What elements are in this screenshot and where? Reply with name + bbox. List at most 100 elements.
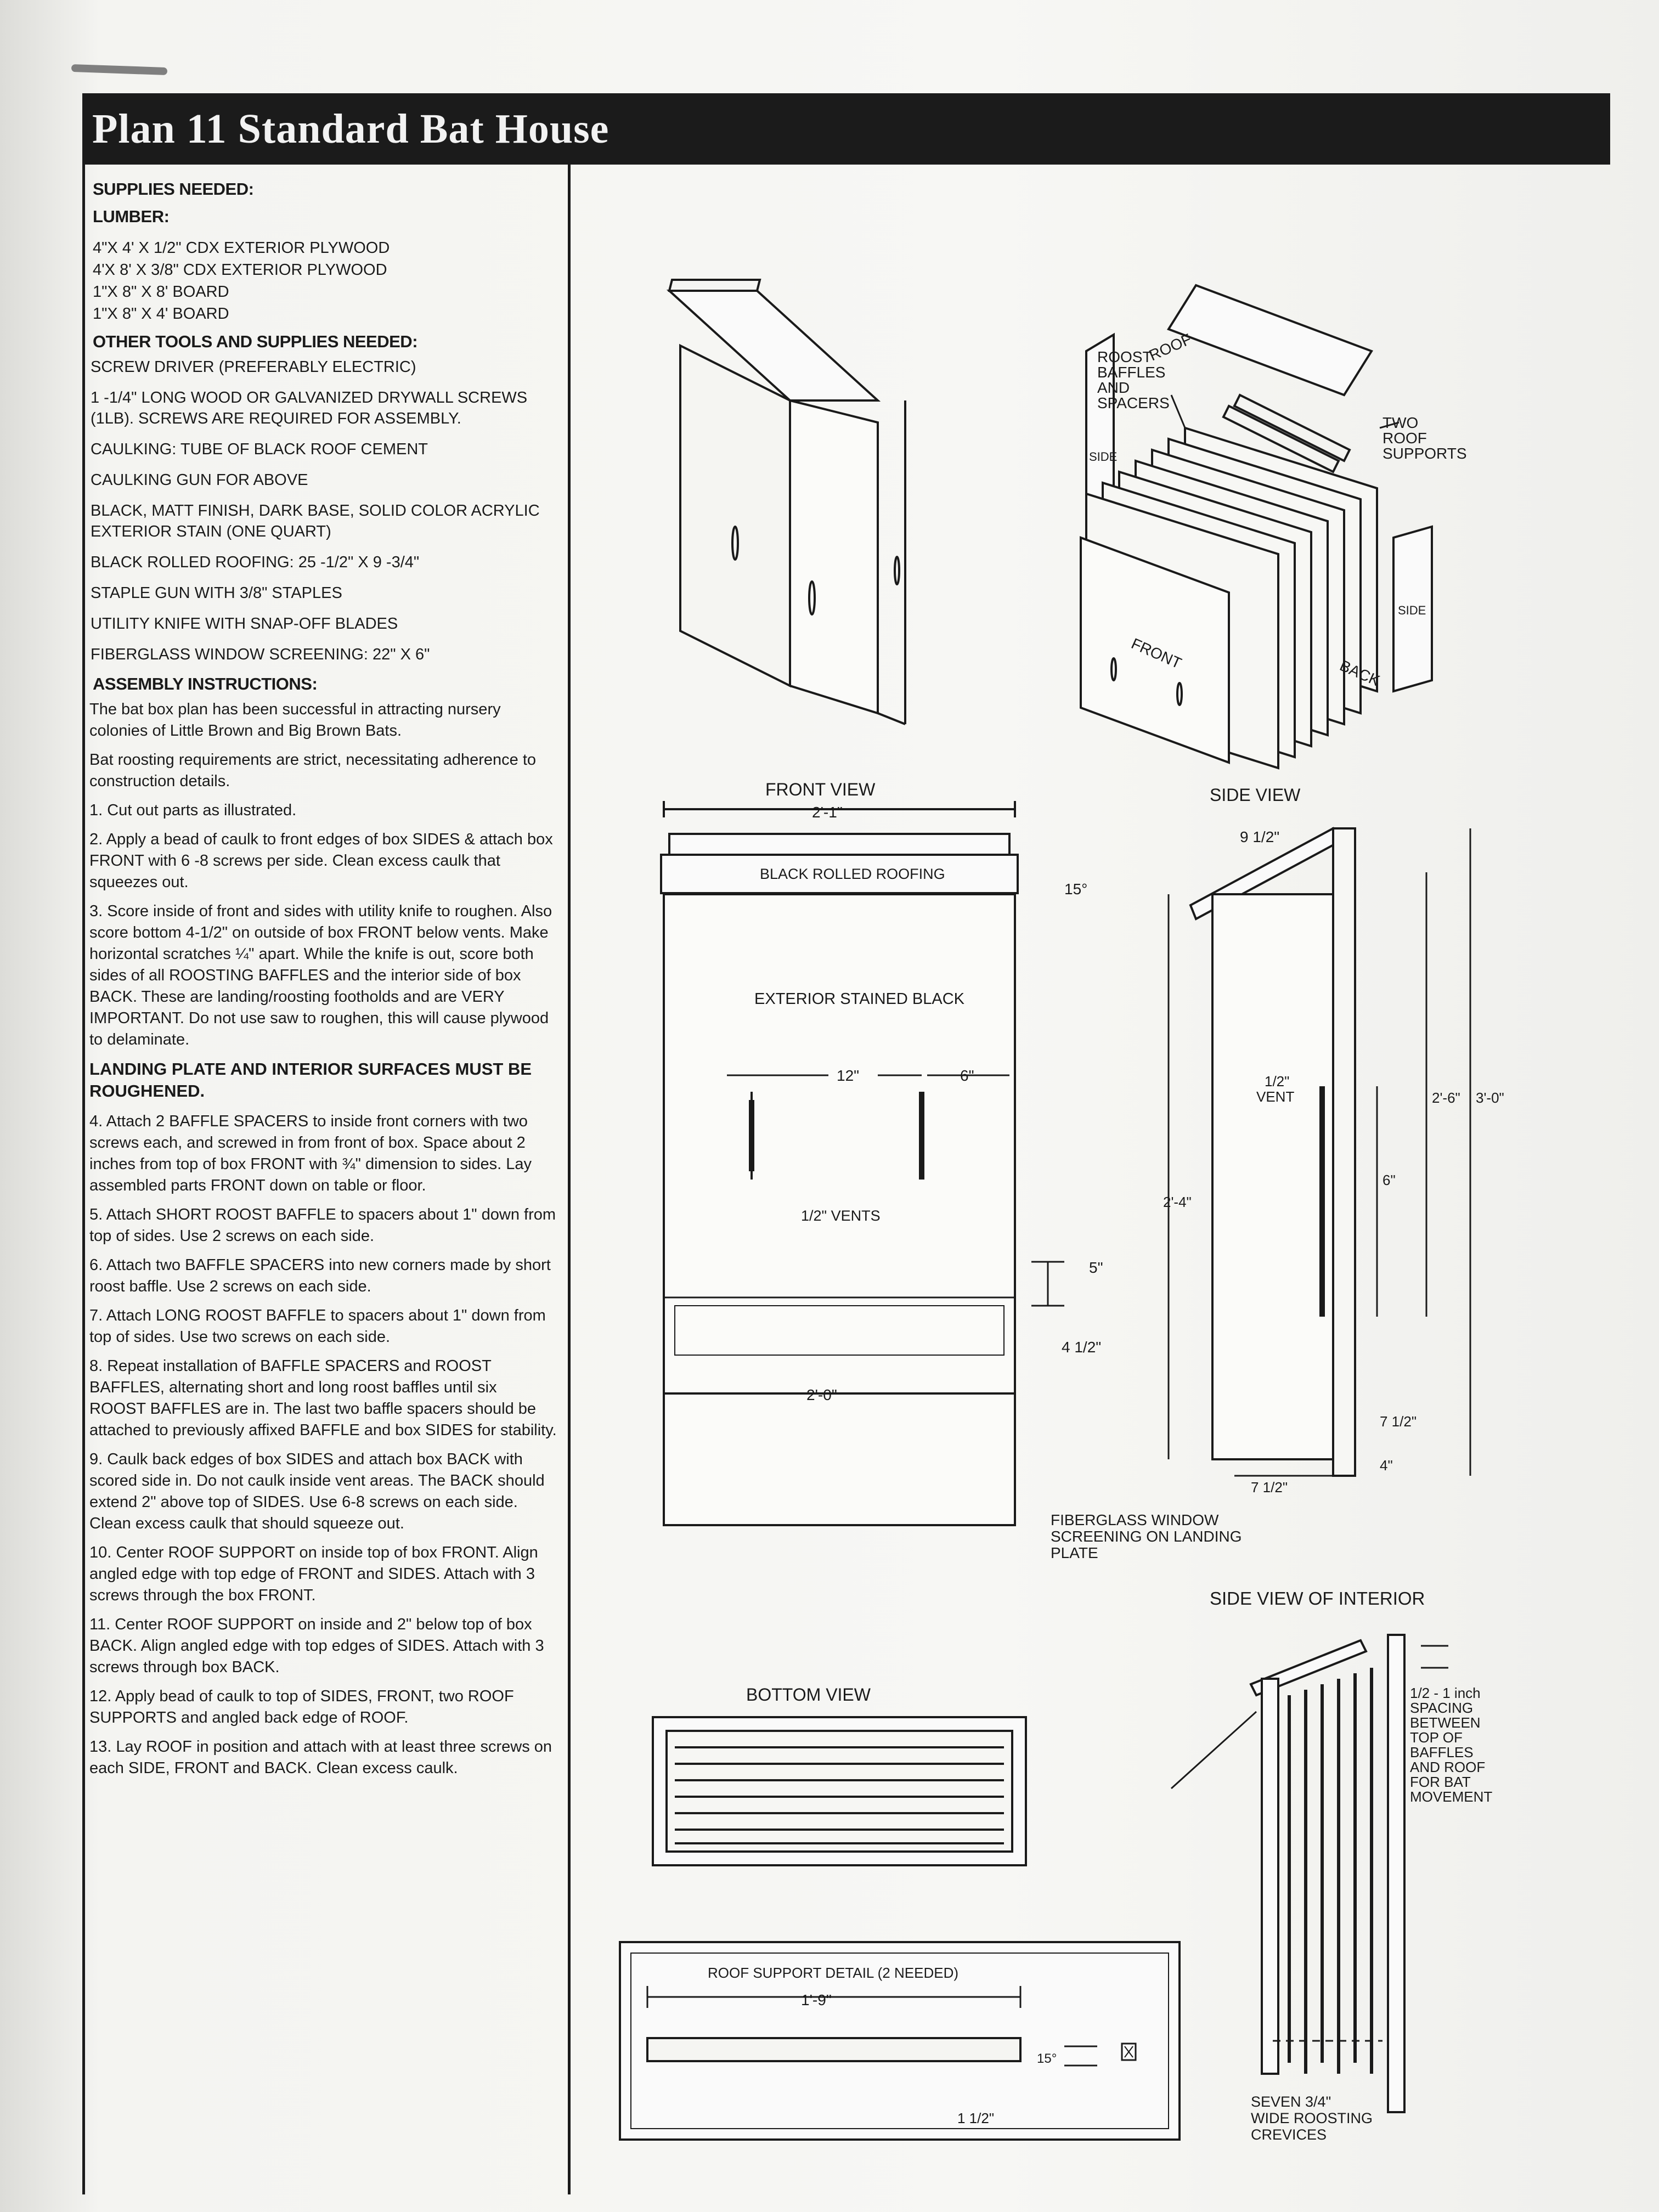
label-spacing: FOR BAT bbox=[1410, 1774, 1471, 1790]
label-screen: SCREENING ON LANDING bbox=[1051, 1528, 1242, 1545]
step-1: 1. Cut out parts as illustrated. bbox=[89, 802, 297, 819]
dim-26: 2'-6" bbox=[1432, 1090, 1460, 1106]
bottom-view-title: BOTTOM VIEW bbox=[746, 1685, 871, 1705]
lumber-item: 4"X 4' X 1/2" CDX EXTERIOR PLYWOOD bbox=[93, 239, 390, 257]
step-6: 6. Attach two BAFFLE SPACERS into new co… bbox=[89, 1256, 551, 1295]
tool-item: STAPLE GUN WITH 3/8" STAPLES bbox=[91, 584, 342, 602]
label-two-roof: ROOF bbox=[1383, 430, 1427, 447]
instructions-column: SUPPLIES NEEDED: LUMBER: 4"X 4' X 1/2" C… bbox=[82, 165, 571, 2194]
assembly-steps: The bat box plan has been successful in … bbox=[89, 699, 557, 1051]
label-vent: VENT bbox=[1256, 1088, 1294, 1105]
dim-5: 5" bbox=[1089, 1259, 1103, 1276]
label-crevices: SEVEN 3/4" bbox=[1251, 2094, 1331, 2110]
label-roofing: BLACK ROLLED ROOFING bbox=[760, 866, 945, 882]
dim-24: 2'-4" bbox=[1163, 1194, 1192, 1210]
dim-712: 7 1/2" bbox=[1251, 1479, 1288, 1496]
step-3: 3. Score inside of front and sides with … bbox=[89, 902, 552, 1048]
label-vent: 1/2" bbox=[1265, 1073, 1289, 1090]
tools-list: SCREW DRIVER (PREFERABLY ELECTRIC) 1 -1/… bbox=[91, 357, 557, 665]
lumber-item: 1"X 8" X 8' BOARD bbox=[93, 283, 229, 301]
tool-item: CAULKING GUN FOR ABOVE bbox=[91, 471, 308, 489]
intro-paragraph: Bat roosting requirements are strict, ne… bbox=[89, 751, 537, 790]
label-exterior: EXTERIOR STAINED BLACK bbox=[754, 990, 965, 1008]
label-spacing: TOP OF bbox=[1410, 1729, 1463, 1746]
dim-depth: 1 1/2" bbox=[957, 2110, 994, 2126]
step-11: 11. Center ROOF SUPPORT on inside and 2"… bbox=[89, 1616, 544, 1676]
tool-item: 1 -1/4" LONG WOOD OR GALVANIZED DRYWALL … bbox=[91, 389, 528, 427]
lumber-item: 1"X 8" X 4' BOARD bbox=[93, 305, 229, 323]
tool-item: FIBERGLASS WINDOW SCREENING: 22" X 6" bbox=[91, 646, 430, 663]
label-crevices: CREVICES bbox=[1251, 2126, 1327, 2143]
lumber-item: 4'X 8' X 3/8" CDX EXTERIOR PLYWOOD bbox=[93, 261, 387, 279]
label-screen: FIBERGLASS WINDOW bbox=[1051, 1511, 1219, 1528]
label-spacing: 1/2 - 1 inch bbox=[1410, 1685, 1481, 1701]
label-two-roof: SUPPORTS bbox=[1383, 445, 1467, 462]
label-spacing: SPACING bbox=[1410, 1700, 1473, 1716]
step-12: 12. Apply bead of caulk to top of SIDES,… bbox=[89, 1688, 514, 1726]
lumber-heading: LUMBER: bbox=[93, 207, 170, 226]
roof-support-detail-drawing bbox=[619, 1941, 1181, 2141]
step-10: 10. Center ROOF SUPPORT on inside top of… bbox=[89, 1544, 538, 1604]
label-spacing: BAFFLES bbox=[1410, 1744, 1474, 1760]
label-roost: BAFFLES bbox=[1097, 364, 1165, 381]
tool-item: CAULKING: TUBE OF BLACK ROOF CEMENT bbox=[91, 441, 428, 458]
page-title: Plan 11 Standard Bat House bbox=[92, 106, 610, 152]
dim-6-side: 6" bbox=[1383, 1172, 1396, 1188]
staple bbox=[71, 64, 168, 76]
step-5: 5. Attach SHORT ROOST BAFFLE to spacers … bbox=[89, 1206, 556, 1245]
dim-6: 6" bbox=[960, 1067, 974, 1084]
label-spacing: MOVEMENT bbox=[1410, 1788, 1492, 1805]
diagrams-panel: ROOF ROOST BAFFLES AND SPACERS TWO ROOF … bbox=[619, 279, 1504, 2143]
label-roost: SPACERS bbox=[1097, 394, 1170, 411]
tool-item: UTILITY KNIFE WITH SNAP-OFF BLADES bbox=[91, 615, 398, 633]
side-view-drawing bbox=[1167, 827, 1471, 1477]
dim-width-bottom: 2'-0" bbox=[806, 1386, 837, 1403]
title-bar: Plan 11 Standard Bat House bbox=[82, 93, 1610, 165]
front-view-drawing bbox=[660, 801, 1064, 1526]
dim-angle: 15° bbox=[1064, 881, 1087, 898]
interior-title: SIDE VIEW OF INTERIOR bbox=[1210, 1588, 1425, 1609]
front-view-title: FRONT VIEW bbox=[765, 780, 876, 799]
tools-heading: OTHER TOOLS AND SUPPLIES NEEDED: bbox=[93, 332, 418, 351]
label-crevices: WIDE ROOSTING bbox=[1251, 2110, 1373, 2126]
intro-paragraph: The bat box plan has been successful in … bbox=[89, 701, 501, 740]
dim-12: 12" bbox=[837, 1067, 859, 1084]
label-two-roof: TWO bbox=[1383, 414, 1418, 431]
label-spacing: BETWEEN bbox=[1410, 1714, 1481, 1731]
dim-angle-support: 15° bbox=[1037, 2051, 1057, 2066]
lumber-list: 4"X 4' X 1/2" CDX EXTERIOR PLYWOOD 4'X 8… bbox=[93, 237, 557, 325]
tool-item: SCREW DRIVER (PREFERABLY ELECTRIC) bbox=[91, 358, 416, 376]
label-roost: ROOST bbox=[1097, 348, 1152, 365]
dim-length: 1'-9" bbox=[801, 1991, 832, 2008]
step-7: 7. Attach LONG ROOST BAFFLE to spacers a… bbox=[89, 1307, 546, 1346]
tool-item: BLACK ROLLED ROOFING: 25 -1/2" X 9 -3/4" bbox=[91, 554, 420, 571]
assembly-heading: ASSEMBLY INSTRUCTIONS: bbox=[93, 674, 318, 693]
dim-30: 3'-0" bbox=[1476, 1090, 1504, 1106]
label-roost: AND bbox=[1097, 379, 1130, 396]
bottom-view-drawing bbox=[652, 1716, 1027, 1866]
roof-support-title: ROOF SUPPORT DETAIL (2 NEEDED) bbox=[708, 1965, 958, 1981]
label-roof: ROOF bbox=[1147, 330, 1194, 364]
step-13: 13. Lay ROOF in position and attach with… bbox=[89, 1738, 552, 1777]
step-4: 4. Attach 2 BAFFLE SPACERS to inside fro… bbox=[89, 1113, 532, 1194]
step-9: 9. Caulk back edges of box SIDES and att… bbox=[89, 1451, 545, 1532]
step-8: 8. Repeat installation of BAFFLE SPACERS… bbox=[89, 1357, 557, 1439]
label-screen: PLATE bbox=[1051, 1544, 1098, 1561]
dim-712-vertical: 7 1/2" bbox=[1380, 1413, 1417, 1430]
roughen-note: LANDING PLATE AND INTERIOR SURFACES MUST… bbox=[89, 1059, 532, 1101]
step-2: 2. Apply a bead of caulk to front edges … bbox=[89, 831, 553, 891]
assembled-bat-house-drawing bbox=[666, 279, 906, 725]
dim-width-top: 2'-1" bbox=[812, 804, 843, 821]
label-spacing: AND ROOF bbox=[1410, 1759, 1485, 1775]
interior-side-view-drawing bbox=[1170, 1634, 1448, 2113]
dim-912: 9 1/2" bbox=[1240, 828, 1279, 845]
side-view-title: SIDE VIEW bbox=[1210, 785, 1301, 805]
assembly-steps-continued: 4. Attach 2 BAFFLE SPACERS to inside fro… bbox=[89, 1111, 557, 1779]
label-side: SIDE bbox=[1089, 450, 1117, 464]
supplies-heading: SUPPLIES NEEDED: bbox=[93, 179, 254, 199]
dim-412: 4 1/2" bbox=[1062, 1339, 1101, 1356]
label-side: SIDE bbox=[1398, 603, 1426, 617]
label-vents: 1/2" VENTS bbox=[801, 1207, 881, 1224]
dim-4: 4" bbox=[1380, 1457, 1393, 1474]
